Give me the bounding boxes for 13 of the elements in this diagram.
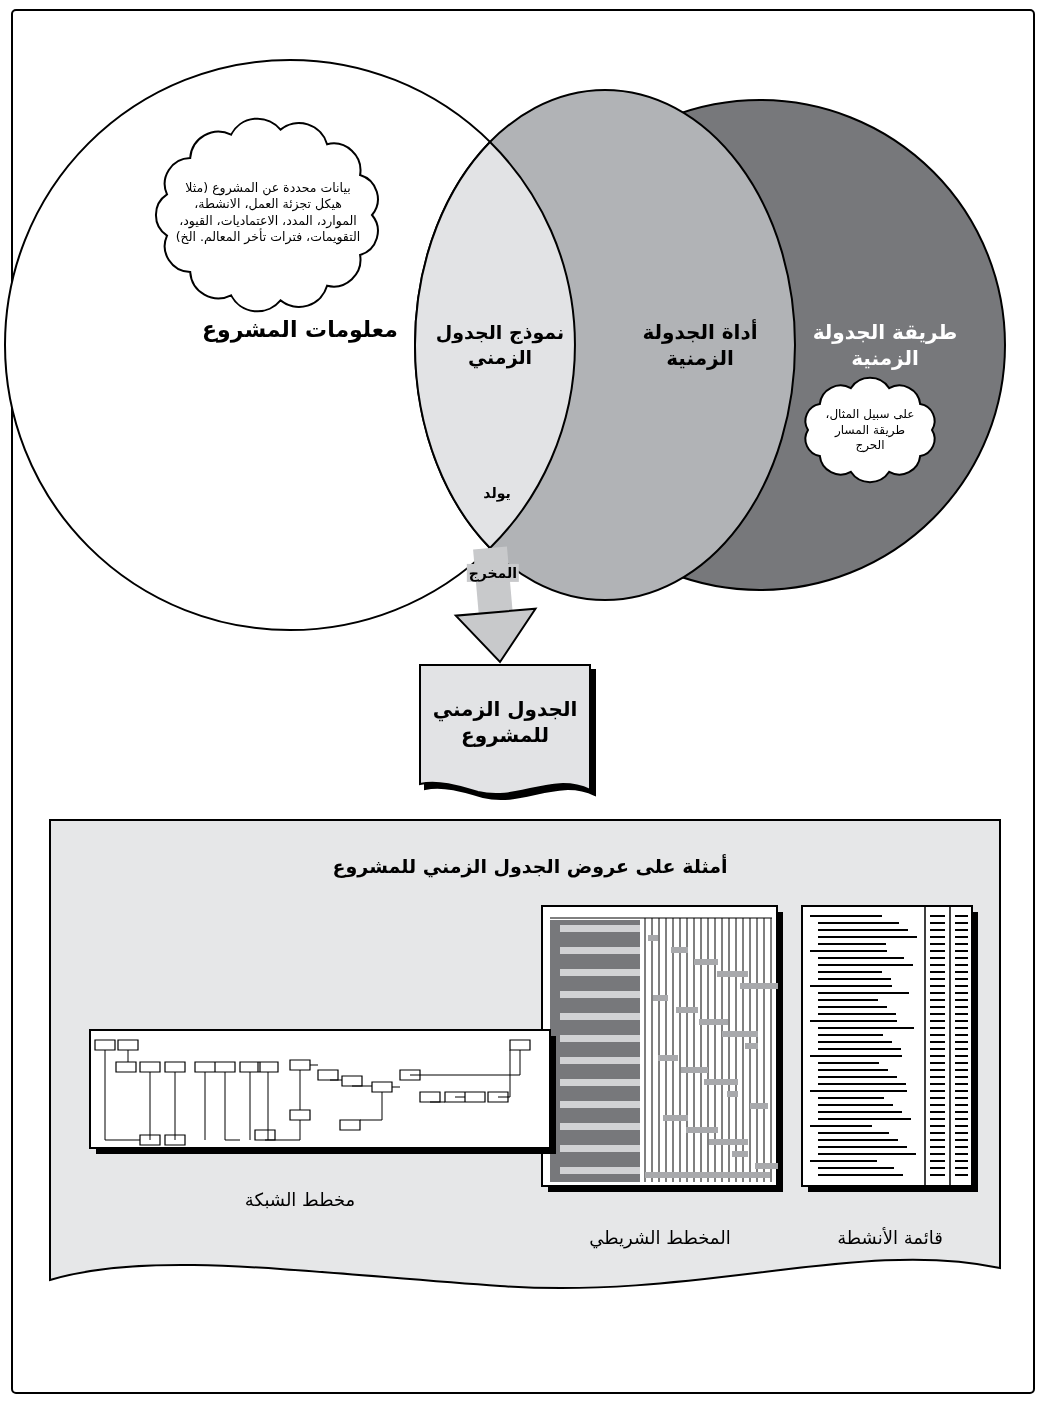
node-label: على سبيل المثال، طريقة المسار الحرج [824, 406, 916, 454]
node-label: أداة الجدولة الزمنية [641, 319, 759, 371]
node-label: أمثلة على عروض الجدول الزمني للمشروع [331, 853, 729, 879]
node-label: الجدول الزمني للمشروع [431, 696, 579, 748]
picture-caption: مخطط الشبكة [244, 1188, 356, 1212]
picture-caption: قائمة الأنشطة [837, 1226, 943, 1250]
node-label: معلومات المشروع [201, 315, 399, 345]
picture-caption: المخطط الشريطي [589, 1226, 731, 1250]
node-label: نموذج الجدول الزمني [435, 320, 565, 370]
flow-note: يولد [483, 483, 511, 503]
node-label: بيانات محددة عن المشروع (مثلا هيكل تجزئة العمل، الانشطة، الموارد، المدد، الاعتماديات، القيود، التقويمات، فترات تأخر المعالم. الخ) [175, 179, 361, 245]
edge-label: المخرج [466, 563, 519, 582]
node-label: طريقة الجدولة الزمنية [811, 319, 959, 371]
